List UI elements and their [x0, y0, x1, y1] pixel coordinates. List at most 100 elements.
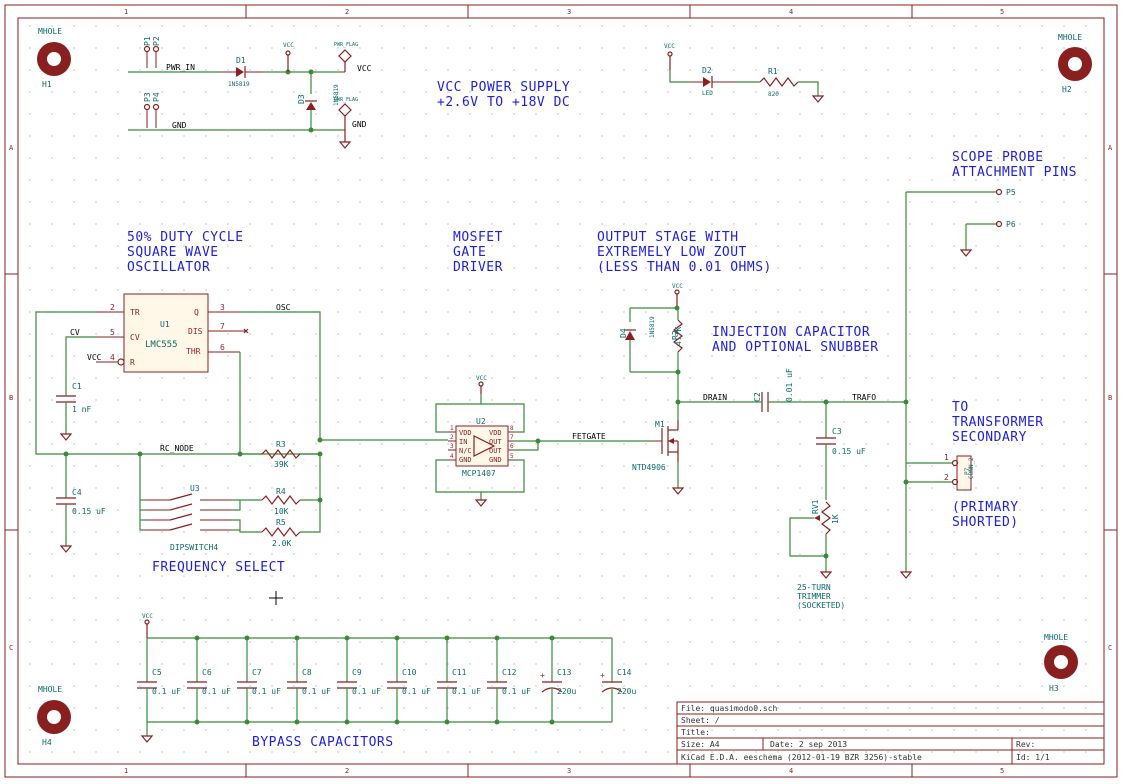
resistor-r4[interactable]: R4 10K [261, 487, 301, 516]
resistor-r1[interactable]: R1 820 [759, 67, 799, 98]
note-trans-1: TO [952, 400, 969, 415]
resistor-r3[interactable]: R3 39K [240, 440, 320, 469]
crosshair-cursor-icon [269, 591, 283, 605]
c4-ref: C4 [72, 488, 82, 497]
net-rc-node: RC_NODE [160, 444, 194, 453]
mhole-h3-ref: H3 [1049, 684, 1059, 693]
led-d2[interactable]: D2 LED [690, 66, 735, 97]
vcc-sym-3-label: VCC [476, 375, 487, 382]
bypass-cap-ref: C12 [502, 668, 517, 677]
mhole-h1-ref: H1 [42, 80, 52, 89]
frame-col-5b: 5 [1000, 767, 1004, 775]
p7-value: CONN_2 [968, 457, 975, 479]
note-trans-3: SECONDARY [952, 430, 1027, 445]
bypass-capacitor-c6[interactable]: C6 0.1 uF [187, 638, 231, 722]
pwr-flag-gnd: PWR_FLAG [334, 97, 358, 149]
pwr-flag-vcc: PWR_FLAG [334, 42, 358, 72]
p3-ref: P3 [143, 92, 152, 102]
bypass-capacitor-c5[interactable]: C50.1 uF [137, 638, 181, 722]
net-cv: CV [70, 328, 80, 337]
capacitor-c2[interactable]: C2 0.01 uF [753, 368, 794, 412]
u2-pin-out-1: OUT [489, 438, 502, 446]
probe-transformer-section: P5 P6 1 2 P7 CONN_2 [899, 188, 1016, 579]
frame-row-a: A [9, 144, 14, 152]
note-freq: FREQUENCY SELECT [152, 560, 285, 575]
bypass-capacitor-c7[interactable]: C70.1 uF [237, 638, 281, 722]
mosfet-m1[interactable]: M1 NTD4906 [632, 420, 679, 472]
trimmer-rv1[interactable]: RV1 1K [789, 499, 840, 579]
net-osc: OSC [276, 303, 291, 312]
mounting-hole-h2[interactable]: MHOLE H2 [1058, 33, 1092, 94]
mounting-hole-h1[interactable]: MHOLE H1 [37, 27, 71, 89]
bypass-cap-ref: C6 [202, 668, 212, 677]
resistor-r5[interactable]: R5 2.0K [261, 518, 301, 548]
frame-row-a-r: A [1108, 144, 1113, 152]
p4-ref: P4 [152, 92, 161, 102]
capacitor-c3[interactable]: C3 0.15 uF [816, 402, 866, 500]
diode-d1[interactable]: D1 1N5819 [222, 56, 262, 88]
bypass-capacitor-c9[interactable]: C90.1 uF [337, 638, 381, 722]
bypass-cap-value: 0.1 uF [252, 687, 281, 696]
diode-d3[interactable]: D3 1N5819 [297, 72, 340, 130]
net-trafo: TRAFO [852, 393, 876, 402]
net-gnd-label: GND [172, 121, 187, 130]
probe-pin-p5[interactable]: P5 [995, 188, 1016, 197]
u3-value: DIPSWITCH4 [170, 543, 218, 552]
oscillator-section: U1 LMC555 TR Q CV DIS R THR 2 3 5 7 4 6 … [35, 293, 323, 605]
mhole-h2-name: MHOLE [1058, 33, 1082, 42]
mounting-hole-h4[interactable]: MHOLE H4 [37, 685, 71, 747]
resistor-r2[interactable]: R2 4.7K [671, 308, 683, 372]
capacitor-c1[interactable]: C1 1 nF [56, 382, 91, 441]
note-osc-1: 50% DUTY CYCLE [127, 230, 244, 245]
polarity-plus-icon: + [600, 671, 605, 680]
mhole-h3-name: MHOLE [1044, 633, 1068, 642]
d4-value: 1N5819 [649, 316, 656, 338]
vcc-sym-2-label: VCC [664, 43, 675, 50]
frame-col-4: 4 [789, 8, 793, 16]
bypass-cap-value: 0.1 uF [202, 687, 231, 696]
led-indicator: VCC D2 LED R1 820 [664, 43, 825, 103]
note-inject-1: INJECTION CAPACITOR [712, 325, 870, 340]
probe-pin-p6[interactable]: P6 [995, 220, 1016, 229]
connector-p1-p2[interactable]: P1 P2 [143, 36, 161, 68]
note-trim-3: (SOCKETED) [797, 601, 845, 610]
gate-driver-section: VCC U2 MCP1407 VDD IN N/C GND VDD OUT OU… [320, 375, 652, 507]
connector-p7[interactable]: 1 2 P7 CONN_2 [944, 453, 975, 491]
diode-d4[interactable]: D4 1N5819 [619, 308, 656, 372]
mounting-hole-h3[interactable]: MHOLE H3 [1044, 633, 1078, 693]
d3-ref: D3 [297, 94, 306, 104]
tb-kicad: KiCad E.D.A. eeschema (2012-01-19 BZR 32… [681, 753, 922, 762]
ic-u1-lmc555[interactable]: U1 LMC555 TR Q CV DIS R THR 2 3 5 7 4 6 [96, 293, 240, 373]
r2-value: 4.7K [674, 327, 683, 346]
bypass-cap-ref: C13 [557, 668, 572, 677]
note-osc-2: SQUARE WAVE [127, 245, 219, 260]
note-gate-2: GATE [453, 245, 486, 260]
frame-row-b-r: B [1108, 394, 1112, 402]
bypass-cap-ref: C10 [402, 668, 417, 677]
background-grid [29, 25, 1087, 753]
u2-pin-gnd-r: GND [489, 456, 502, 464]
frame-col-5: 5 [1000, 8, 1004, 16]
note-osc-3: OSCILLATOR [127, 260, 210, 275]
r1-value: 820 [768, 91, 779, 98]
u2-ref: U2 [476, 417, 486, 426]
connector-p3-p4[interactable]: P3 P4 [143, 92, 161, 128]
bypass-capacitor-c8[interactable]: C80.1 uF [287, 638, 331, 722]
u1-pnum-2: 2 [110, 303, 115, 312]
c2-value: 0.01 uF [785, 368, 794, 402]
bypass-cap-value: 0.1 uF [152, 687, 181, 696]
tb-date: Date: 2 sep 2013 [770, 740, 847, 749]
dipswitch-u3[interactable]: U3 DIPSWITCH4 [145, 484, 232, 552]
u3-ref: U3 [190, 484, 200, 493]
capacitor-c4[interactable]: C4 0.15 uF [56, 454, 106, 553]
pwr-flag-2-label: PWR_FLAG [334, 97, 358, 103]
tb-title: Title: [681, 728, 710, 737]
ic-u2-mcp1407[interactable]: U2 MCP1407 VDD IN N/C GND VDD OUT OUT GN… [448, 417, 514, 478]
tb-id: Id: 1/1 [1016, 753, 1050, 762]
